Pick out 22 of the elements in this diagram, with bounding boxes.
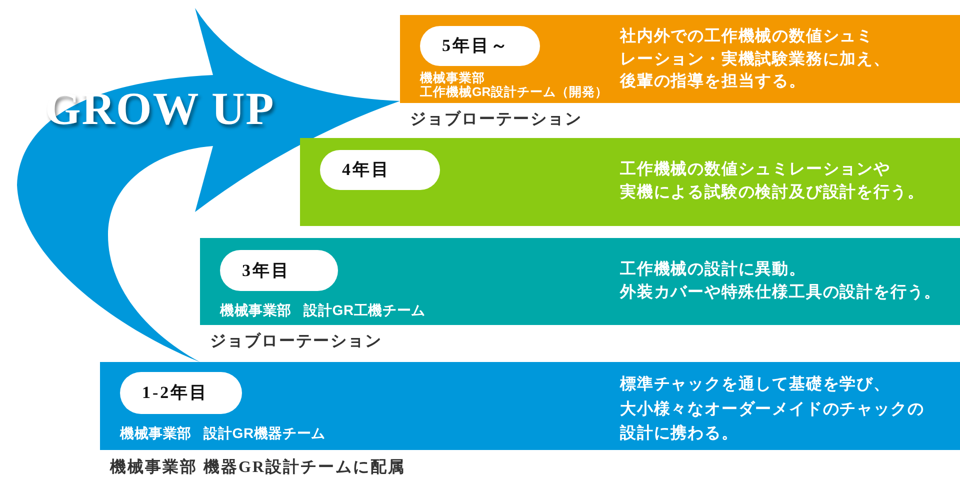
year-text: 3年目 bbox=[242, 260, 290, 280]
department-text: 機械事業部 設計GR工機チーム bbox=[220, 301, 426, 319]
department-text: 機械事業部 設計GR機器チーム bbox=[120, 424, 326, 442]
year-badge bbox=[220, 250, 338, 291]
description-text: 社内外での工作機械の数値シュミレーション・実機試験業務に加え、後輩の指導を担当する。 bbox=[620, 26, 890, 92]
rotation-text: ジョブローテーション bbox=[410, 110, 582, 130]
career-stage-band bbox=[400, 15, 960, 103]
year-text: 1-2年目 bbox=[142, 383, 209, 403]
year-badge bbox=[420, 26, 540, 66]
year-badge bbox=[120, 372, 242, 414]
description-text: 工作機械の数値シュミレーションや実機による試験の検討及び設計を行う。 bbox=[620, 160, 924, 203]
description-text: 工作機械の設計に異動。外装カバーや特殊仕様工具の設計を行う。 bbox=[620, 259, 942, 303]
career-stage-band bbox=[100, 362, 960, 450]
rotation-text: ジョブローテーション bbox=[210, 332, 382, 352]
description-text: 標準チャックを通して基礎を学び、大小様々なオーダーメイドのチャックの設計に携わる。 bbox=[620, 374, 924, 444]
department-text: 機械事業部工作機械GR設計チーム（開発） bbox=[420, 72, 608, 99]
career-stage-band bbox=[200, 238, 960, 325]
year-text: 4年目 bbox=[342, 160, 390, 180]
assignment-text: 機械事業部 機器GR設計チームに配属 bbox=[110, 458, 406, 478]
year-badge bbox=[320, 150, 440, 190]
career-stage-band bbox=[300, 138, 960, 226]
year-text: 5年目～ bbox=[442, 36, 510, 56]
